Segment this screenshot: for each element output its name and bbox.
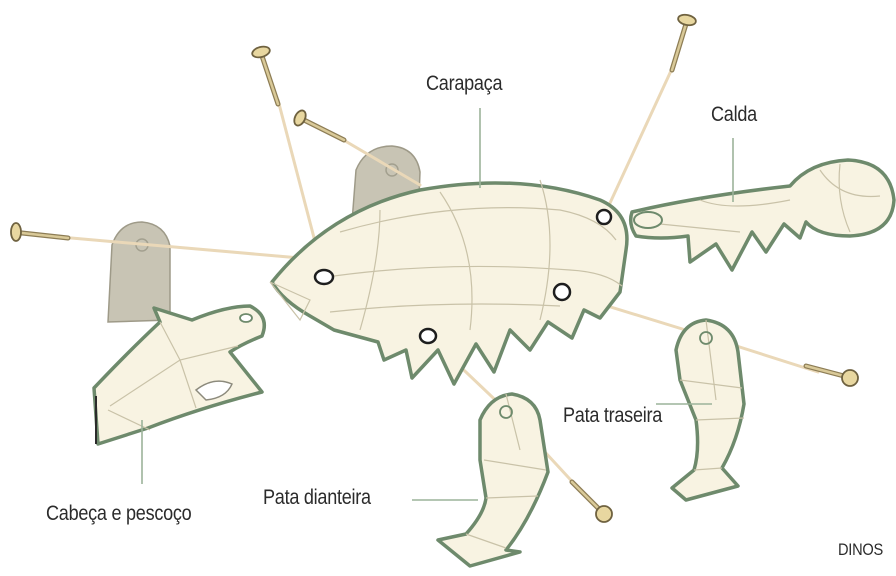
pin-neck xyxy=(251,45,278,104)
hole-tail xyxy=(597,210,611,224)
label-cabeca-pescoco: Cabeça e pescoço xyxy=(46,502,191,526)
thread-head xyxy=(60,237,300,258)
thread-tail xyxy=(604,60,676,216)
hole-front-leg xyxy=(420,329,436,343)
label-carapaca: Carapaça xyxy=(426,72,502,96)
label-calda: Calda xyxy=(711,103,757,127)
label-pata-dianteira: Pata dianteira xyxy=(263,486,371,510)
pin-front-leg xyxy=(572,482,612,522)
tail-piece xyxy=(631,160,894,270)
hole-back-leg xyxy=(554,284,570,300)
credit-text: DINOS xyxy=(838,540,883,560)
head-neck-piece xyxy=(94,306,264,444)
front-leg-piece xyxy=(438,394,548,566)
label-pata-traseira: Pata traseira xyxy=(563,404,662,428)
pin-tail xyxy=(672,13,697,70)
head-support-tab xyxy=(108,222,170,322)
pin-body-back xyxy=(292,109,344,140)
hole-neck xyxy=(315,270,333,284)
back-leg-piece xyxy=(672,320,744,500)
pin-head-neck xyxy=(11,223,68,241)
pin-back-leg xyxy=(806,366,858,386)
